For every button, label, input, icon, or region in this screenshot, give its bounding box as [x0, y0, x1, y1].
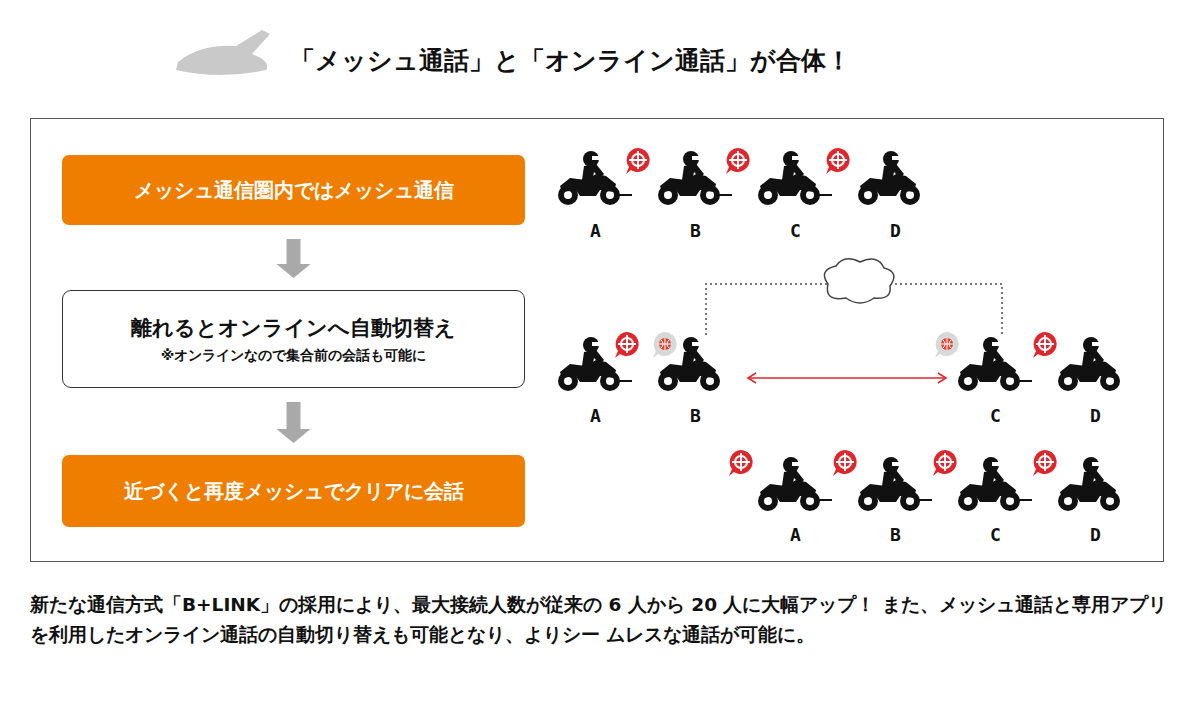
rider-label: B: [690, 405, 701, 426]
step-note: ※オンラインなので集合前の会話も可能に: [161, 347, 427, 365]
flow-arrow: [277, 239, 311, 278]
rider-label: A: [590, 405, 601, 426]
flow-arrow: [277, 402, 311, 443]
step-box: メッシュ通信圏内ではメッシュ通信: [62, 155, 525, 225]
step-box: 近づくと再度メッシュでクリアに会話: [62, 455, 525, 527]
step-box: 離れるとオンラインへ自動切替え ※オンラインなので集合前の会話も可能に: [62, 290, 525, 388]
rider-label: D: [1090, 524, 1101, 545]
rider-label: A: [790, 524, 801, 545]
rider-label: C: [790, 220, 801, 241]
rider-label: B: [890, 524, 901, 545]
step-text: メッシュ通信圏内ではメッシュ通信: [134, 177, 454, 204]
rider-label: C: [990, 405, 1001, 426]
title: 「メッシュ通話」と「オンライン通話」が合体！: [290, 44, 851, 77]
rider-label: C: [990, 524, 1001, 545]
rider-label: A: [590, 220, 601, 241]
caption: 新たな通信方式「B+LINK」の採用により、最大接続人数が従来の 6 人から 2…: [30, 590, 1170, 650]
rider-label: D: [890, 220, 901, 241]
rider-label: D: [1090, 405, 1101, 426]
step-text: 近づくと再度メッシュでクリアに会話: [124, 478, 464, 505]
step-text: 離れるとオンラインへ自動切替え: [131, 314, 456, 342]
rider-label: B: [690, 220, 701, 241]
